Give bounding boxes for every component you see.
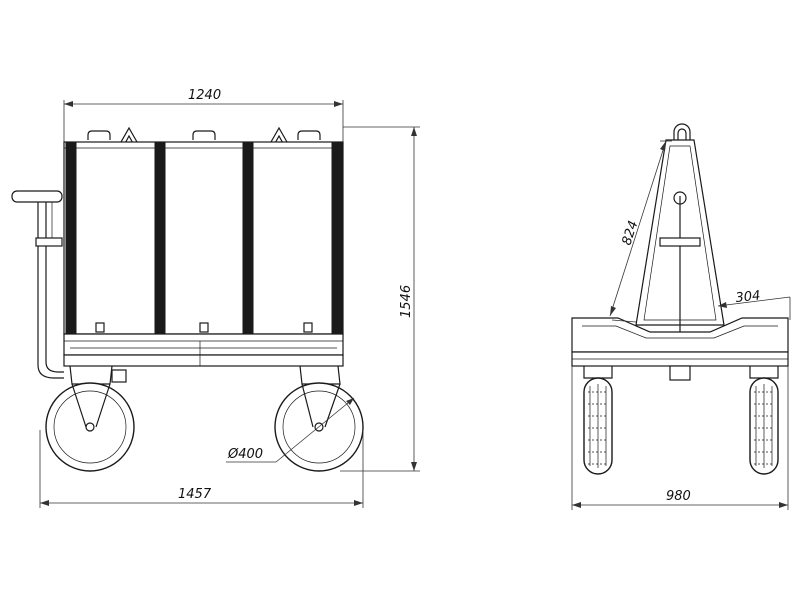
dim-length: 1457 [39,430,364,508]
strap-right [331,142,343,334]
dim-wheel-diameter: Ø400 [226,397,355,463]
dim-label-1240: 1240 [188,88,221,103]
front-wheel-right [749,366,779,475]
right-wheel [274,365,364,472]
dim-height: 1546 [340,126,420,472]
chassis [63,333,344,367]
dim-frame-height: 824 [609,140,672,323]
front-wheel-left [583,366,613,475]
dim-label-1546: 1546 [399,285,414,318]
strap-2 [154,142,166,334]
front-view: 824 304 980 [571,123,791,510]
dim-label-824: 824 [620,219,642,247]
front-base [571,317,789,381]
dim-front-width: 980 [571,366,789,510]
left-wheel [45,365,135,472]
dim-label-400: Ø400 [227,447,263,462]
strap-3 [242,142,254,334]
side-view: 1240 [11,88,420,508]
dim-ledge: 304 [717,288,791,320]
dim-label-980: 980 [666,489,691,504]
push-handle[interactable] [11,190,64,379]
strap-left [65,142,77,334]
lifting-eye[interactable] [673,123,691,140]
cargo-box [63,141,344,335]
dim-label-304: 304 [735,288,761,306]
dim-top-width: 1240 [63,88,344,142]
dim-label-1457: 1457 [178,487,212,502]
